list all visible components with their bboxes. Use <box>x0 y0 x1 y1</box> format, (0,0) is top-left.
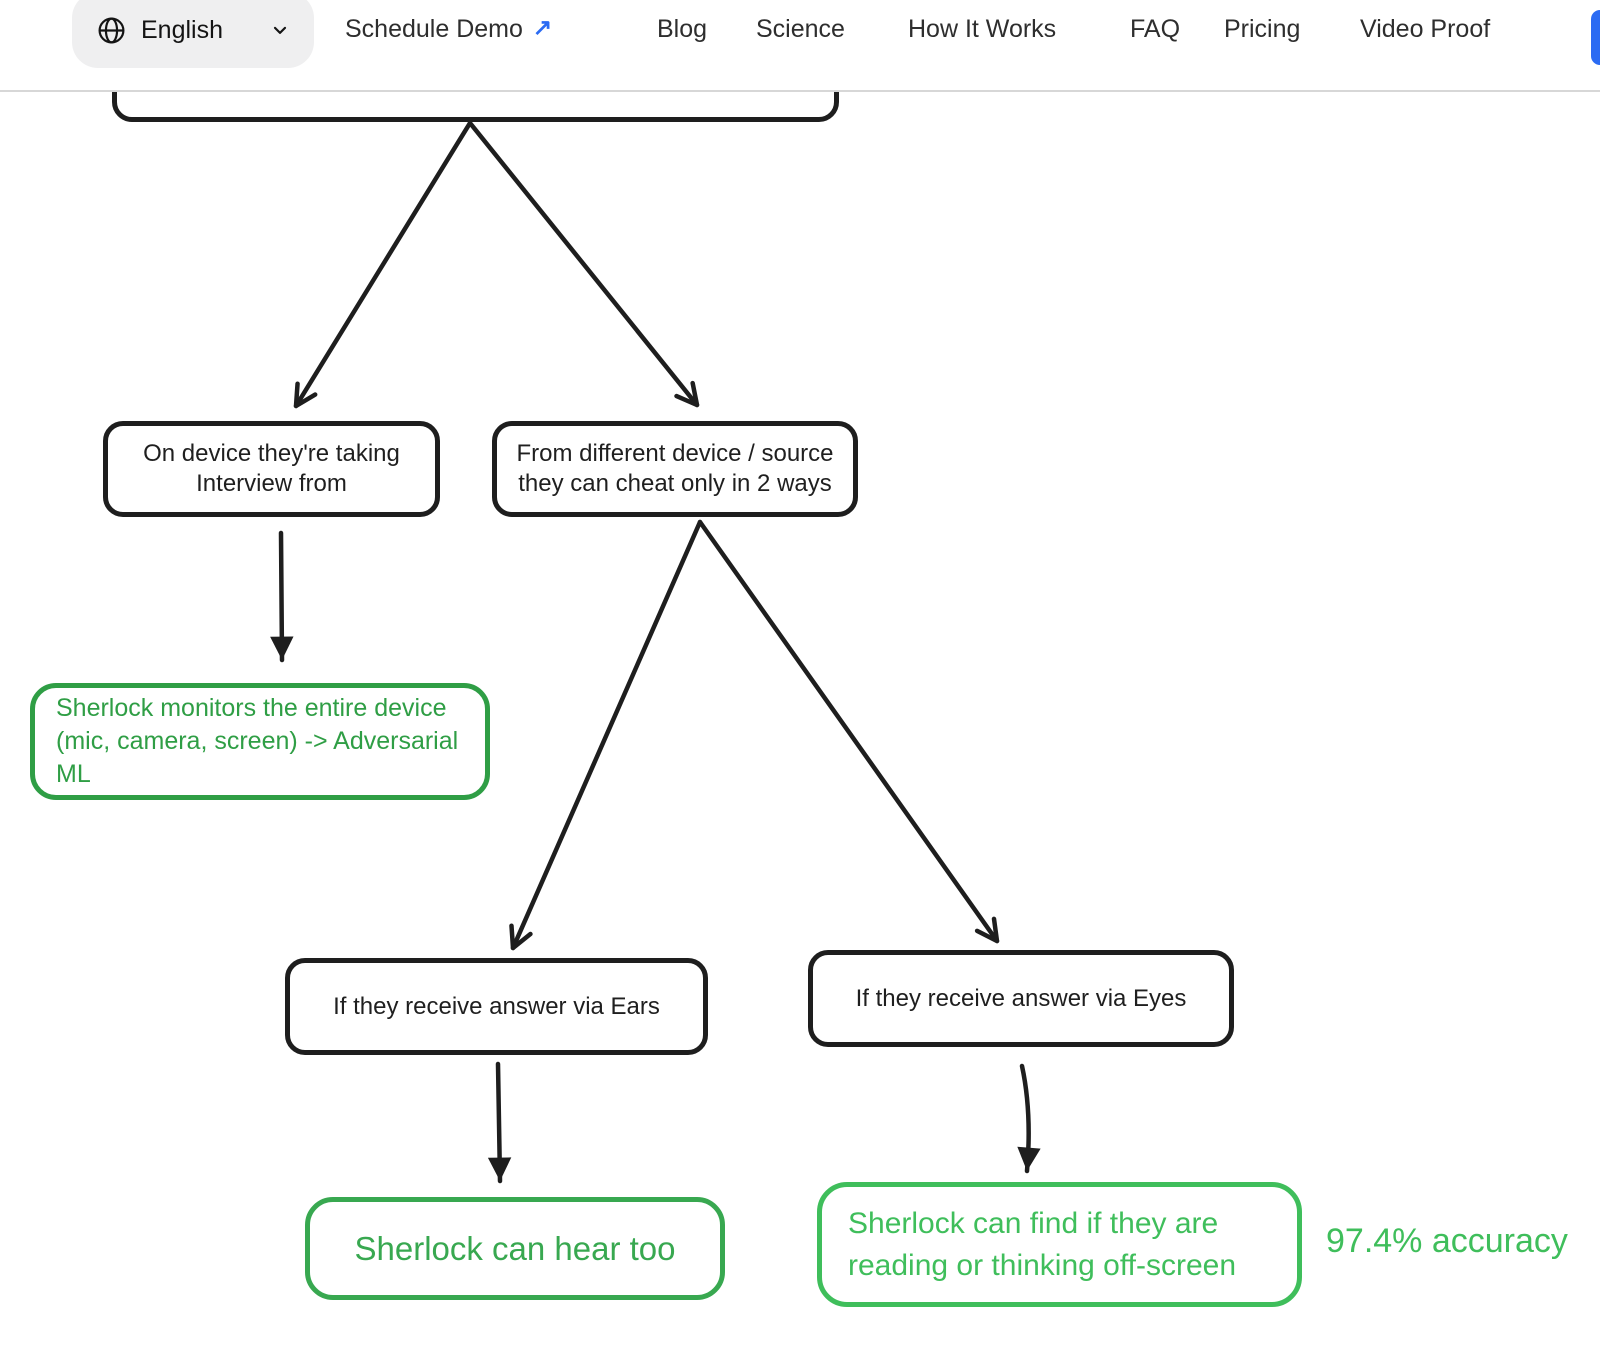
flowchart-node-on-device: On device they're taking Interview from <box>103 421 440 517</box>
node-text-line: On device they're taking <box>143 440 400 467</box>
node-text-line: Sherlock can hear too <box>354 1229 676 1267</box>
node-text-line: If they receive answer via Eyes <box>855 984 1187 1012</box>
arrow-diff-source-to-eyes <box>697 519 1000 944</box>
flowchart-node-diff-source: From different device / source they can … <box>492 421 858 517</box>
arrow-diff-source-to-ears <box>509 519 703 951</box>
flowchart-node-monitors: Sherlock monitors the entire device (mic… <box>30 683 490 800</box>
node-text-line: Sherlock can find if they are <box>848 1206 1219 1240</box>
node-text-line: (mic, camera, screen) -> Adversarial ML <box>56 727 459 788</box>
nav-link-pricing[interactable]: Pricing <box>1224 15 1300 44</box>
nav-link-video-proof[interactable]: Video Proof <box>1360 15 1490 44</box>
arrow-eyes-to-find <box>1017 1063 1041 1174</box>
nav-link-label: How It Works <box>908 15 1057 43</box>
arrow-root-to-diff-source <box>467 120 700 408</box>
node-text-line: If they receive answer via Ears <box>333 992 660 1020</box>
accuracy-label: 97.4% accuracy <box>1326 1222 1568 1260</box>
nav-link-schedule-demo[interactable]: Schedule Demo ↗ <box>345 14 553 44</box>
external-link-icon: ↗ <box>532 14 553 40</box>
nav-link-blog[interactable]: Blog <box>657 15 707 44</box>
arrow-on-device-to-monitors <box>270 530 294 663</box>
nav-link-label: Schedule Demo <box>345 15 523 43</box>
flowchart-node-via-ears: If they receive answer via Ears <box>285 958 708 1055</box>
nav-link-label: Blog <box>657 15 708 43</box>
flowchart-node-hear: Sherlock can hear too <box>305 1197 725 1300</box>
language-label: English <box>141 15 223 44</box>
node-text-line: Interview from <box>196 470 347 497</box>
nav-link-science[interactable]: Science <box>756 15 845 44</box>
chevron-down-icon <box>273 26 287 35</box>
nav-link-label: Pricing <box>1224 15 1301 43</box>
globe-icon <box>98 17 125 43</box>
flowchart-node-find: Sherlock can find if they are reading or… <box>817 1182 1302 1307</box>
node-text-line: Sherlock monitors the entire device <box>56 694 447 722</box>
nav-link-label: Science <box>756 15 845 43</box>
nav-link-faq[interactable]: FAQ <box>1130 15 1180 44</box>
nav-link-label: FAQ <box>1130 15 1181 43</box>
arrow-ears-to-hear <box>487 1061 512 1184</box>
nav-link-how-it-works[interactable]: How It Works <box>908 15 1056 44</box>
node-text-line: reading or thinking off-screen <box>848 1248 1237 1282</box>
top-nav: English Schedule Demo ↗ Blog Science How… <box>0 0 1600 92</box>
node-text-line: From different device / source <box>516 440 834 467</box>
arrow-root-to-on-device <box>293 120 473 409</box>
flowchart-node-via-eyes: If they receive answer via Eyes <box>808 950 1234 1047</box>
language-selector[interactable]: English <box>72 0 314 68</box>
cta-button-partial[interactable] <box>1591 10 1600 65</box>
nav-link-label: Video Proof <box>1360 15 1491 43</box>
node-text-line: they can cheat only in 2 ways <box>518 470 832 497</box>
